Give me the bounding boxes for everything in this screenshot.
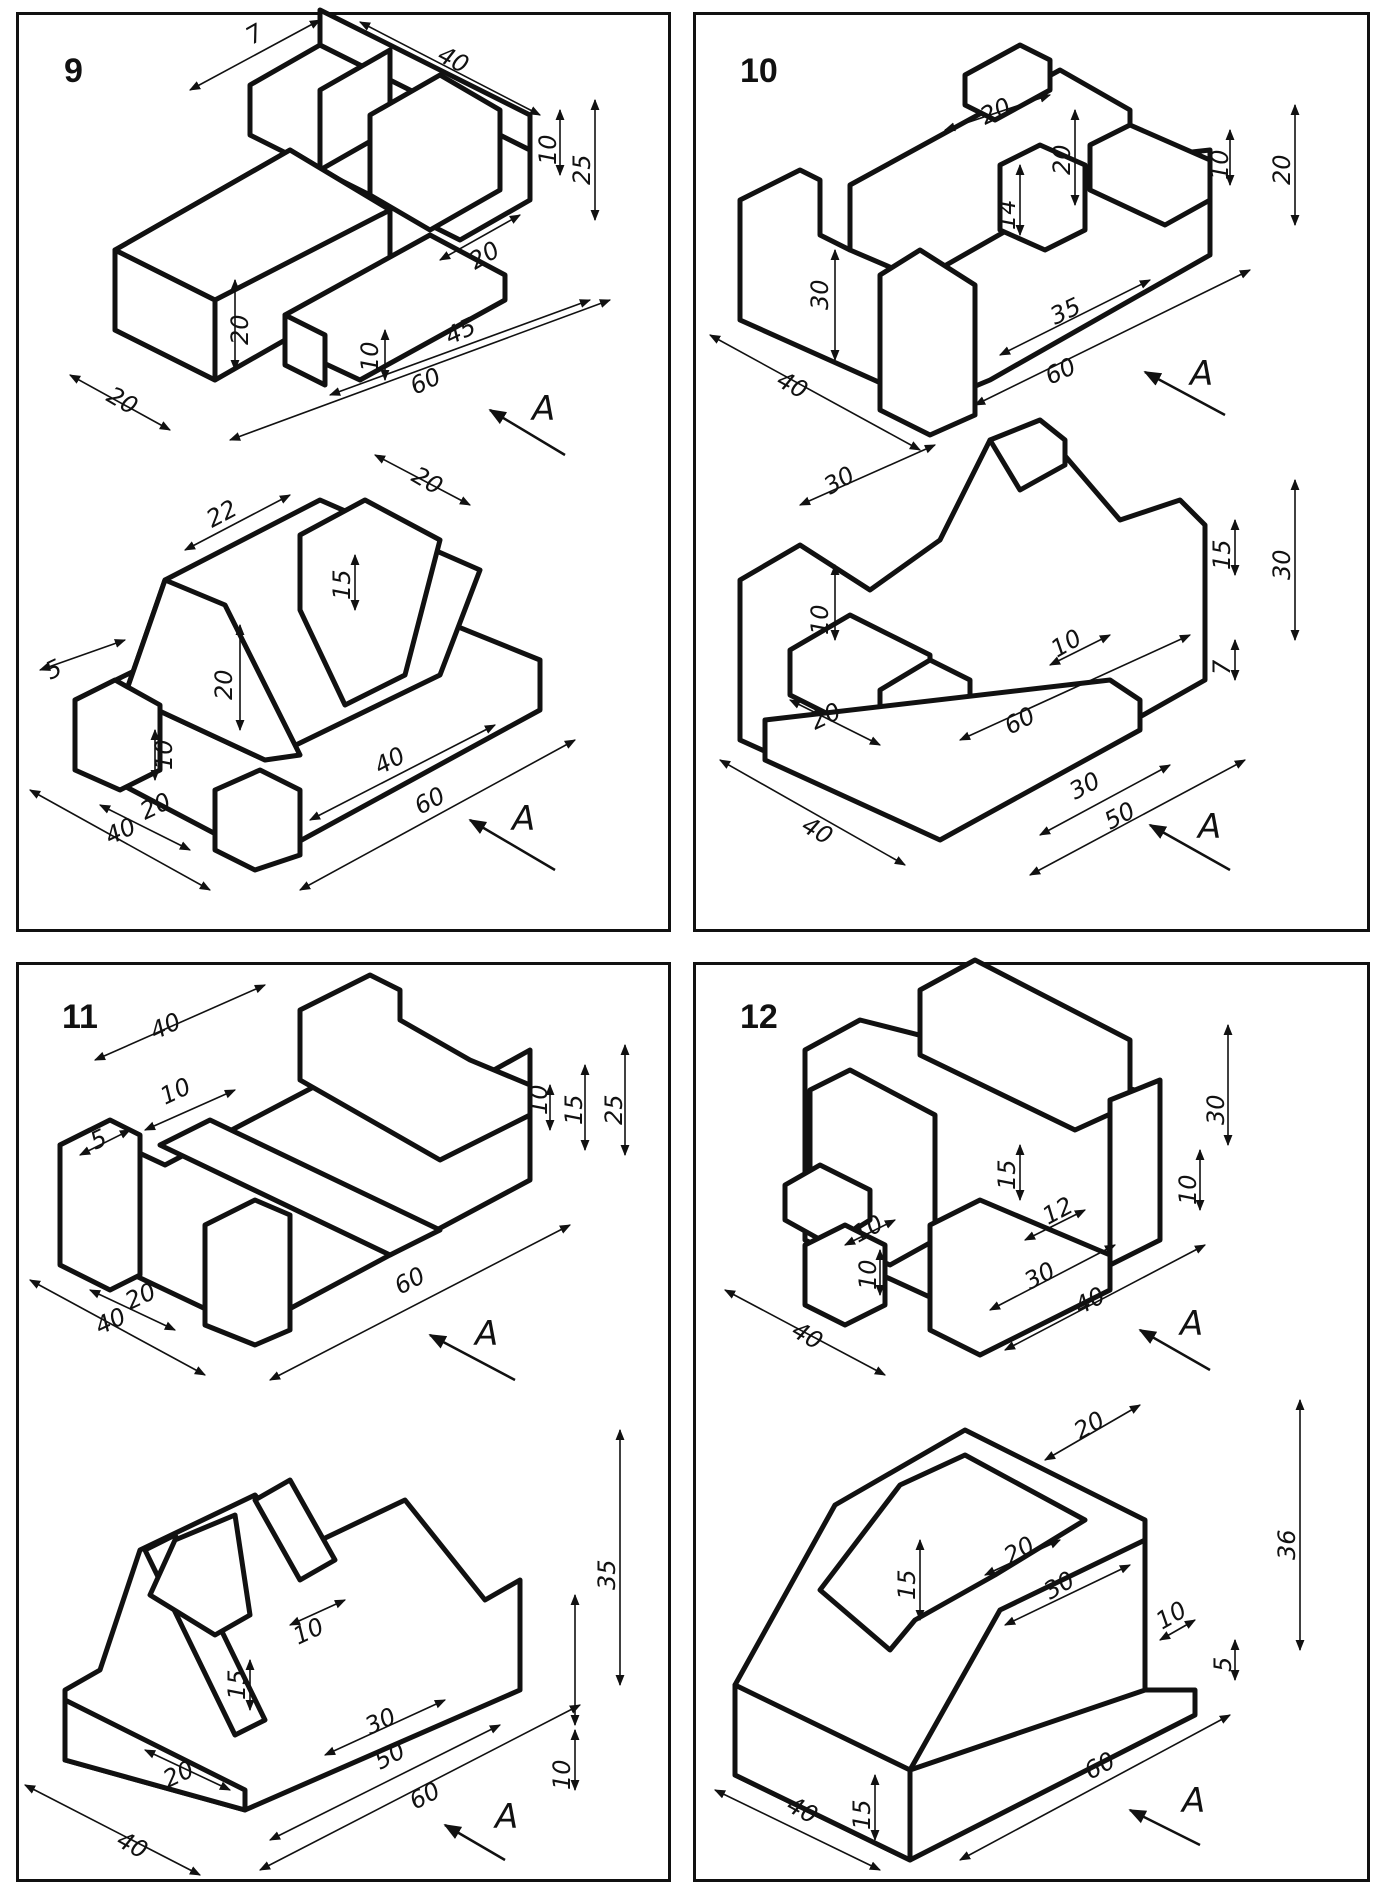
panel-number-12: 12	[740, 998, 778, 1036]
dim-9l-3: 15	[328, 569, 356, 600]
view-arrow-9-upper: A	[488, 389, 566, 457]
drawing-9-upper: 7 40 10 25 20 20 10 45 60 20	[69, 7, 612, 441]
dim-11u-6: 25	[600, 1094, 628, 1125]
dim-9l-4: 20	[210, 669, 238, 700]
dim-12l-5: 36	[1273, 1529, 1301, 1560]
view-label-12-upper: A	[1178, 1304, 1203, 1344]
dim-10l-6: 7	[1208, 659, 1236, 675]
dim-9u-4: 25	[568, 154, 596, 185]
panel-number-11: 11	[62, 998, 98, 1036]
view-label-10-lower: A	[1196, 807, 1221, 847]
view-arrow-12-lower: A	[1128, 1781, 1205, 1847]
dim-9u-7: 10	[356, 341, 384, 372]
dim-10u-3: 14	[993, 199, 1021, 230]
dim-9u-10: 20	[102, 381, 142, 421]
panel-number-9: 9	[64, 52, 83, 90]
dim-9l-6: 10	[150, 739, 178, 770]
dim-10l-10: 50	[1100, 796, 1140, 835]
view-arrow-10-upper: A	[1143, 354, 1226, 417]
dim-10u-6: 30	[806, 279, 834, 310]
drawing-12-upper: 30 15 10 12 10 10 30 40 40	[724, 957, 1233, 1376]
dim-11u-2: 10	[156, 1072, 196, 1110]
dim-11l-2: 15	[223, 1669, 251, 1700]
view-label-9-upper: A	[530, 389, 555, 429]
dim-12l-1: 20	[1069, 1406, 1109, 1446]
dim-12u-9: 40	[787, 1316, 827, 1356]
view-label-9-lower: A	[510, 799, 535, 839]
dim-10u-8: 60	[1041, 352, 1081, 390]
view-label-11-upper: A	[473, 1314, 498, 1354]
drawing-10-lower: 30 15 30 10 10 7 60 20 30 50 40	[719, 417, 1300, 876]
drawing-9-lower: 22 20 15 20 5 10 40 60 20 40	[29, 454, 576, 891]
dim-10l-11: 40	[797, 811, 837, 851]
dim-11l-9: 40	[112, 1826, 152, 1865]
panel-number-10: 10	[740, 52, 778, 90]
dim-12l-6: 10	[1151, 1596, 1191, 1636]
dim-10l-3: 30	[1268, 549, 1296, 580]
drawing-10-upper: 20 20 14 10 20 30 35 60 40	[709, 42, 1300, 451]
dim-11u-4: 10	[525, 1084, 553, 1115]
dim-9l-1: 22	[202, 494, 242, 533]
drawing-12-lower: 20 15 20 30 36 10 5 60 40 15	[713, 1398, 1305, 1871]
dim-10l-9: 30	[1065, 766, 1105, 805]
dim-11l-8: 60	[405, 1776, 445, 1815]
dim-11u-5: 15	[560, 1094, 588, 1125]
dim-9l-5: 5	[41, 654, 67, 686]
view-label-12-lower: A	[1180, 1781, 1205, 1821]
dim-12u-3: 10	[1174, 1174, 1202, 1205]
dim-9u-9: 60	[406, 362, 446, 400]
dim-9l-10: 40	[101, 812, 141, 850]
dim-12l-10: 15	[848, 1799, 876, 1830]
dim-12l-7: 5	[1209, 1657, 1237, 1672]
view-arrow-9-lower: A	[468, 799, 556, 872]
dim-11u-7: 60	[390, 1261, 430, 1300]
dim-9u-1: 7	[241, 18, 269, 50]
dim-10u-2: 20	[1048, 144, 1076, 175]
dim-10u-4: 10	[1206, 149, 1234, 180]
dim-11u-1: 40	[146, 1007, 186, 1045]
dim-11u-9: 40	[91, 1302, 131, 1340]
dim-12u-2: 15	[993, 1159, 1021, 1190]
dim-10u-9: 40	[772, 366, 812, 405]
drawing-11-upper: 40 10 5 10 15 25 60 20 40	[29, 972, 630, 1381]
dim-10l-4: 10	[806, 604, 834, 635]
dim-9l-2: 20	[407, 461, 447, 501]
view-arrow-10-lower: A	[1148, 807, 1231, 872]
drawing-11-lower: 10 15 30 35 10 20 50 60 40	[24, 1428, 625, 1876]
dim-10u-5: 20	[1268, 154, 1296, 185]
dim-12l-2: 15	[893, 1569, 921, 1600]
dim-9l-8: 60	[410, 781, 450, 820]
view-arrow-11-lower: A	[443, 1797, 518, 1862]
dim-10l-2: 15	[1208, 539, 1236, 570]
view-label-11-lower: A	[493, 1797, 518, 1837]
view-arrow-11-upper: A	[428, 1314, 516, 1382]
view-label-10-upper: A	[1188, 354, 1213, 394]
dim-9u-6: 20	[226, 314, 254, 345]
dim-12u-6: 10	[854, 1259, 882, 1290]
dim-11l-5: 10	[548, 1759, 576, 1790]
view-arrow-12-upper: A	[1138, 1304, 1211, 1372]
dim-9u-3: 10	[534, 134, 562, 165]
dim-11l-4: 35	[593, 1559, 621, 1590]
dim-12u-1: 30	[1202, 1094, 1230, 1125]
